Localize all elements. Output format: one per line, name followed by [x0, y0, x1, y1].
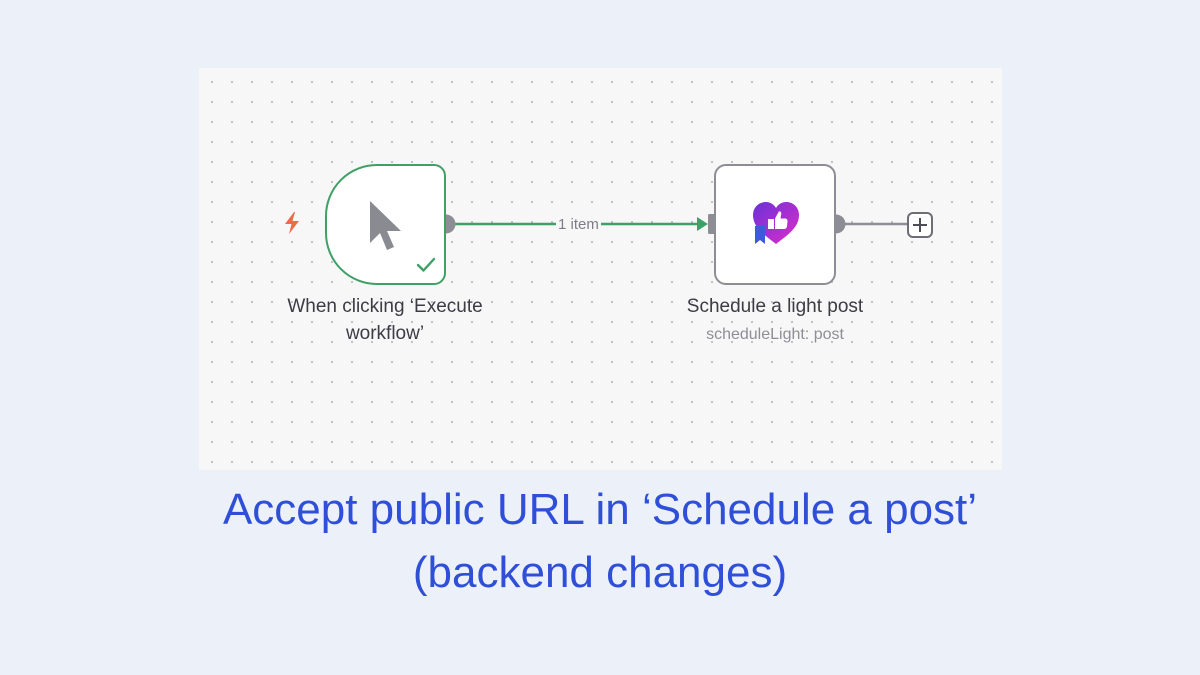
caption: Accept public URL in ‘Schedule a post’ (… — [0, 478, 1200, 604]
caption-line-2: (backend changes) — [412, 548, 788, 597]
action-node-title: Schedule a light post — [686, 296, 864, 317]
trigger-node-title: When clicking ‘Execute workflow’ — [287, 296, 483, 344]
check-icon — [416, 257, 436, 272]
connections-layer — [436, 212, 933, 238]
workflow-canvas[interactable]: 1 item When clicking ‘Execute workflow’ … — [199, 68, 1002, 470]
action-node[interactable] — [714, 164, 836, 285]
cursor-icon — [370, 201, 401, 250]
action-node-subtitle: scheduleLight: post — [706, 326, 844, 343]
caption-line-1: Accept public URL in ‘Schedule a post’ — [222, 485, 978, 534]
lightning-bolt-icon — [285, 212, 299, 234]
connection-arrowhead — [697, 217, 708, 231]
add-node-button[interactable] — [907, 212, 933, 238]
plus-icon — [913, 218, 927, 232]
connection-item-count: 1 item — [556, 216, 601, 234]
schedule-light-logo-icon — [753, 202, 799, 244]
trigger-node[interactable] — [325, 164, 446, 285]
